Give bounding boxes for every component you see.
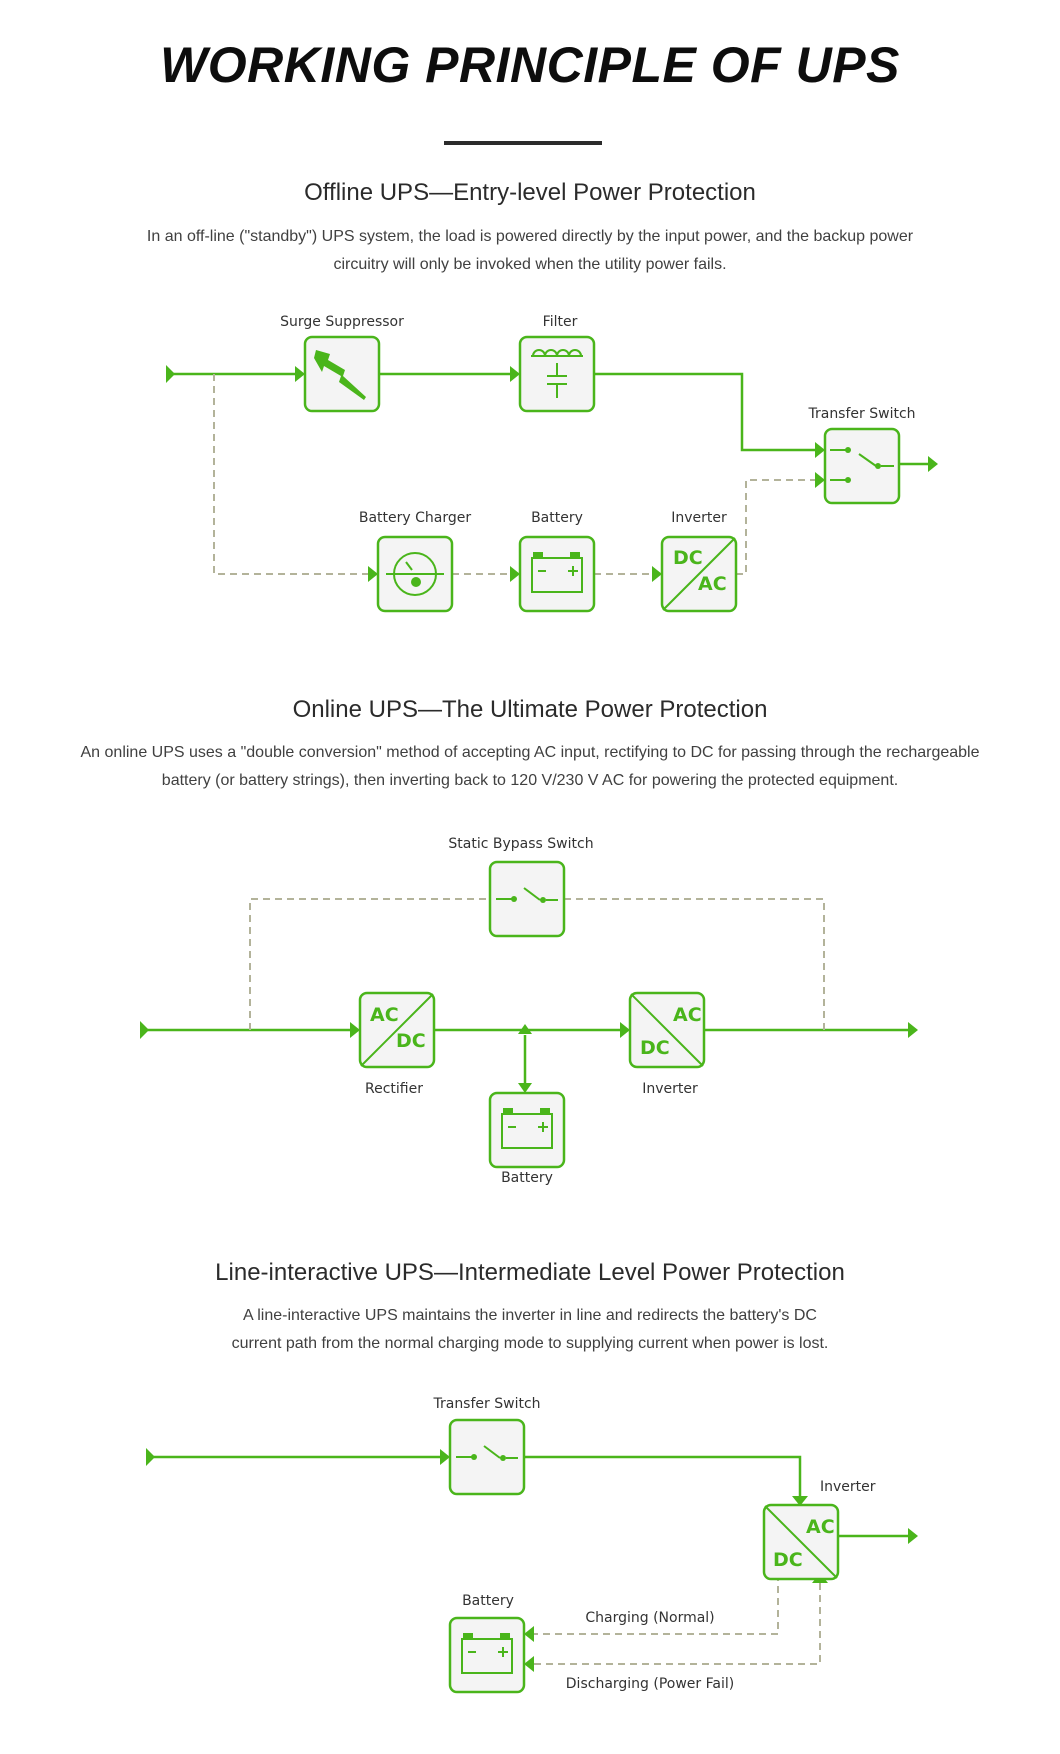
online-section-title: Online UPS—The Ultimate Power Protection [292,696,768,723]
output-arrow [908,1528,918,1544]
page-title: WORKING PRINCIPLE OF UPS [160,37,900,93]
inverter-box: AC DC [762,1503,840,1581]
switch-icon [496,887,558,903]
backup-dashed-line [213,374,368,575]
arrow-to-surge [295,366,305,382]
inverter-diagonal [630,993,704,1067]
inverter-top-text: AC [673,1004,702,1026]
lightning-icon [314,350,366,400]
interactive-desc-line2: current path from the normal charging mo… [231,1335,829,1352]
filter-icon [531,349,583,398]
inverter-box: AC DC [628,991,706,1069]
inverter-diagonal [764,1505,838,1579]
discharging-dashed-line [534,1583,821,1665]
inverter-bottom-text: DC [773,1549,803,1571]
inverter-bottom-text: DC [640,1037,670,1059]
battery-charger-box [376,535,454,613]
online-desc-line1: An online UPS uses a "double conversion"… [80,744,980,761]
bypass-right-dashed [564,898,825,1030]
battery-icon [461,1633,513,1674]
charging-label: Charging (Normal) [585,1610,714,1626]
inverter-box: DC AC [660,535,738,613]
battery-up-arrow [518,1024,532,1034]
line-interactive-ups-diagram: Transfer Switch Inverter AC DC Battery C… [146,1396,918,1694]
output-arrow [908,1022,918,1038]
arrow-to-charger [368,566,378,582]
rectifier-label: Rectifier [365,1081,423,1097]
arrow-to-inverter [652,566,662,582]
charging-dashed-line [534,1574,779,1635]
filter-to-switch-line [595,372,815,452]
online-description: An online UPS uses a "double conversion"… [0,739,1060,795]
battery-box [488,1091,566,1169]
static-bypass-switch-label: Static Bypass Switch [448,836,593,852]
input-arrow [146,1448,155,1466]
switch-icon [830,447,894,483]
inverter-to-switch-dashed [736,479,815,575]
inverter-label: Inverter [642,1081,698,1097]
battery-label: Battery [531,510,583,526]
charging-arrow [524,1626,534,1642]
arrow-to-switch [440,1449,450,1465]
battery-box [518,535,596,613]
arrow-to-rectifier [350,1022,360,1038]
arrow-inverter-to-switch [815,472,825,488]
online-ups-diagram: Static Bypass Switch AC DC Rectifier AC … [140,836,918,1186]
arrow-to-switch [815,442,825,458]
interactive-desc-line1: A line-interactive UPS maintains the inv… [243,1307,817,1324]
interactive-section-title: Line-interactive UPS—Intermediate Level … [215,1259,845,1286]
bypass-left-dashed [249,898,490,1030]
battery-charger-label: Battery Charger [359,510,472,526]
arrow-to-filter [510,366,520,382]
offline-ups-diagram: Surge Suppressor Filter Transfer Switch [166,314,938,613]
inverter-top-text: DC [673,547,703,569]
rectifier-box: AC DC [358,991,436,1069]
surge-suppressor-box [303,335,381,413]
input-arrow [140,1021,149,1039]
switch-icon [456,1445,518,1461]
switch-to-inverter-line [524,1455,802,1497]
output-arrow [928,456,938,472]
inverter-label: Inverter [820,1479,876,1495]
battery-box [448,1616,526,1694]
transfer-switch-box [448,1418,526,1496]
online-desc-line2: battery (or battery strings), then inver… [161,772,899,789]
arrow-to-inverter [620,1022,630,1038]
static-bypass-switch-box [488,860,566,938]
input-arrow [166,365,175,383]
filter-box [518,335,596,413]
transfer-switch-label: Transfer Switch [432,1396,540,1412]
inverter-diagonal [662,537,736,611]
inverter-bottom-text: AC [698,573,727,595]
rectifier-top-text: AC [370,1004,399,1026]
offline-desc-line2: circuitry will only be invoked when the … [333,256,727,273]
filter-label: Filter [543,314,578,330]
discharging-label: Discharging (Power Fail) [566,1676,734,1692]
surge-suppressor-label: Surge Suppressor [280,314,404,330]
inverter-label: Inverter [671,510,727,526]
transfer-switch-box [823,427,901,505]
transfer-switch-label: Transfer Switch [807,406,915,422]
rectifier-diagonal [360,993,434,1067]
battery-label: Battery [501,1170,553,1186]
offline-desc-line1: In an off-line ("standby") UPS system, t… [146,228,914,245]
offline-description: In an off-line ("standby") UPS system, t… [0,223,1060,279]
offline-section-title: Offline UPS—Entry-level Power Protection [304,179,756,206]
arrow-to-inverter [792,1496,808,1506]
battery-label: Battery [462,1593,514,1609]
battery-icon [531,552,583,593]
charger-icon [386,552,444,596]
battery-down-arrow [518,1083,532,1093]
arrow-to-battery [510,566,520,582]
rectifier-bottom-text: DC [396,1030,426,1052]
title-divider [444,141,602,145]
battery-icon [501,1108,553,1149]
discharge-start-arrow [524,1656,534,1672]
inverter-top-text: AC [806,1516,835,1538]
interactive-description: A line-interactive UPS maintains the inv… [0,1302,1060,1358]
